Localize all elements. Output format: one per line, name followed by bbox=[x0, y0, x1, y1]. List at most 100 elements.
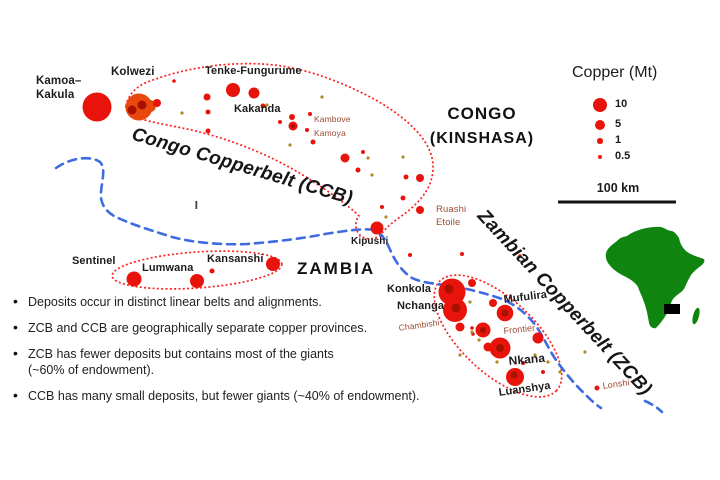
deposit-dot bbox=[470, 326, 474, 330]
deposit-dot bbox=[546, 360, 550, 364]
deposit-dot bbox=[205, 109, 211, 115]
note-item: CCB has many small deposits, but fewer g… bbox=[10, 387, 458, 405]
place-label-nkana: Nkana bbox=[508, 350, 546, 368]
place-label-kakanda: Kakanda bbox=[234, 103, 281, 115]
deposit-dot bbox=[380, 205, 384, 209]
deposit-dot bbox=[489, 299, 497, 307]
deposit-dot bbox=[205, 128, 211, 134]
deposit-dot bbox=[289, 114, 295, 120]
deposit-dot bbox=[416, 174, 424, 182]
deposit-dot bbox=[190, 274, 204, 288]
deposit-dot bbox=[518, 254, 522, 258]
place-label-kamoya: Kamoya bbox=[314, 128, 346, 138]
deposit-dot bbox=[468, 300, 472, 304]
legend-title: Copper (Mt) bbox=[572, 64, 658, 81]
deposit-dot bbox=[521, 361, 525, 365]
deposit-dot bbox=[320, 95, 324, 99]
deposit-dot bbox=[501, 309, 509, 317]
deposit-dot bbox=[172, 79, 176, 83]
minor-occurrence-dots bbox=[180, 95, 587, 374]
deposit-dot bbox=[288, 143, 292, 147]
legend-value-0.5: 0.5 bbox=[615, 150, 631, 162]
deposit-dot bbox=[444, 284, 454, 294]
deposit-dot bbox=[468, 279, 476, 287]
place-label-kolwezi: Kolwezi bbox=[111, 66, 155, 78]
deposit-dot bbox=[583, 350, 587, 354]
note-item: ZCB and CCB are geographically separate … bbox=[10, 319, 458, 337]
deposit-dot bbox=[355, 167, 361, 173]
deposit-dot bbox=[266, 257, 280, 271]
deposit-dot bbox=[496, 344, 504, 352]
deposit-dot bbox=[209, 268, 215, 274]
place-label-kambove: Kambove bbox=[314, 114, 351, 124]
deposit-dot bbox=[82, 92, 112, 122]
place-label-kipushi: Kipushi bbox=[351, 236, 389, 247]
deposit-dot bbox=[127, 105, 137, 115]
place-label-kansanshi: Kansanshi bbox=[207, 253, 264, 265]
deposit-dot bbox=[400, 195, 406, 201]
deposit-dot bbox=[260, 103, 266, 109]
africa-silhouette bbox=[605, 226, 705, 329]
deposit-dot bbox=[470, 330, 474, 334]
scale-bar-label: 100 km bbox=[596, 181, 640, 195]
legend-dot-1 bbox=[597, 138, 603, 144]
legend-value-10: 10 bbox=[615, 98, 628, 110]
legend-dot-5 bbox=[595, 120, 605, 130]
place-label-sentinel: Sentinel bbox=[72, 255, 116, 267]
deposit-dot bbox=[460, 252, 464, 256]
place-label-ruashi: Ruashi bbox=[436, 204, 467, 215]
place-label-kamoa-kakula: Kamoa– Kakula bbox=[36, 75, 82, 102]
notes-list: Deposits occur in distinct linear belts … bbox=[10, 293, 458, 414]
deposit-dot bbox=[153, 99, 161, 107]
note-item: Deposits occur in distinct linear belts … bbox=[10, 293, 458, 311]
congo-label-line2: (KINSHASA) bbox=[429, 130, 535, 148]
country-label-zambia: ZAMBIA bbox=[297, 259, 376, 278]
place-label-konkola: Konkola bbox=[387, 283, 432, 295]
deposit-dot bbox=[278, 120, 282, 124]
deposit-dot bbox=[370, 221, 384, 235]
deposit-dot bbox=[361, 150, 365, 154]
deposit-dot bbox=[248, 87, 260, 99]
deposit-dot bbox=[401, 155, 405, 159]
congo-label-line1: CONGO bbox=[447, 104, 517, 123]
deposit-dot bbox=[370, 173, 374, 177]
minor-tick-mark bbox=[195, 201, 198, 209]
legend-dot-10 bbox=[592, 97, 608, 113]
deposit-dot bbox=[594, 385, 600, 391]
deposit-dot bbox=[308, 112, 312, 116]
legend-value-5: 5 bbox=[615, 118, 622, 130]
deposit-dot bbox=[533, 353, 537, 357]
deposit-dot bbox=[180, 111, 184, 115]
deposit-dot bbox=[416, 206, 424, 214]
country-border-line-tail bbox=[643, 399, 664, 414]
deposit-dot bbox=[495, 360, 499, 364]
deposit-dot bbox=[510, 371, 518, 379]
country-border-line bbox=[54, 156, 603, 410]
deposit-dot bbox=[558, 370, 562, 374]
place-label-tenke-fungurume: Tenke-Fungurume bbox=[205, 65, 302, 77]
deposit-dot bbox=[137, 100, 147, 110]
deposit-dot bbox=[532, 332, 544, 344]
deposit-dot bbox=[310, 139, 316, 145]
deposit-dot bbox=[541, 370, 545, 374]
deposit-dot bbox=[340, 153, 350, 163]
africa-inset-map bbox=[605, 226, 705, 329]
deposit-dot bbox=[458, 353, 462, 357]
deposit-dot bbox=[477, 338, 481, 342]
deposit-dot bbox=[480, 327, 486, 333]
deposit-dot bbox=[366, 156, 370, 160]
country-label-congo: CONGO (KINSHASA) bbox=[430, 101, 534, 152]
legend-value-1: 1 bbox=[615, 134, 622, 146]
lumwana-kansanshi-outline bbox=[111, 250, 283, 290]
deposit-dot bbox=[291, 124, 295, 128]
deposit-dot bbox=[126, 271, 142, 287]
place-label-lumwana: Lumwana bbox=[142, 262, 194, 274]
deposit-dot bbox=[305, 128, 309, 132]
zcb-belt-outline bbox=[433, 274, 563, 398]
deposit-dot bbox=[226, 83, 240, 97]
deposit-dot bbox=[203, 93, 211, 101]
deposit-dot bbox=[403, 174, 409, 180]
legend-dot-0.5 bbox=[598, 155, 602, 159]
